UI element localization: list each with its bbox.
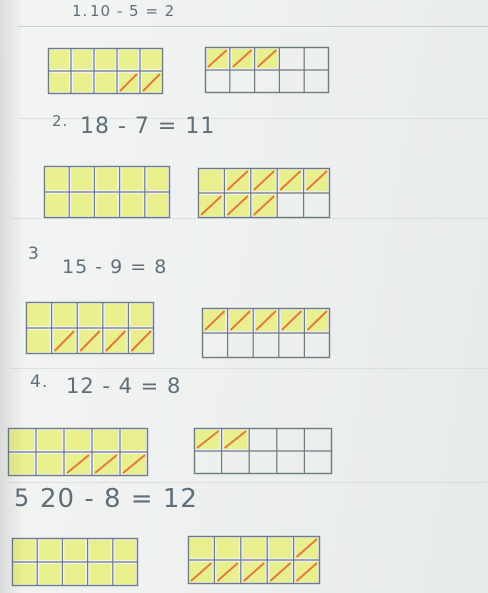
exercise-1-number: 1. xyxy=(72,2,88,20)
exercise-1-ten-frame-left xyxy=(48,48,163,94)
ten-frame-svg xyxy=(188,536,320,584)
exercise-5-ten-frame-right xyxy=(188,536,320,584)
shaded-cell xyxy=(96,73,115,92)
shaded-cell xyxy=(122,430,146,450)
exercise-1-ten-frame-right xyxy=(205,47,329,93)
exercise-5-equation: 20 - 8 = 12 xyxy=(40,484,198,514)
shaded-cell xyxy=(115,564,136,584)
ruled-line xyxy=(8,482,488,483)
shaded-cell xyxy=(50,50,69,69)
shaded-cell xyxy=(94,430,118,450)
shaded-cell xyxy=(96,194,117,216)
shaded-cell xyxy=(96,50,115,69)
shaded-cell xyxy=(46,194,67,216)
exercise-4-equation: 12 - 4 = 8 xyxy=(66,374,181,398)
exercise-2-ten-frame-left xyxy=(44,166,170,218)
shaded-cell xyxy=(119,50,138,69)
shaded-cell xyxy=(28,304,50,326)
shaded-cell xyxy=(79,304,101,326)
shaded-cell xyxy=(28,330,50,352)
exercise-3-ten-frame-right xyxy=(202,308,330,358)
shaded-cell xyxy=(71,194,92,216)
exercise-1-equation: 10 - 5 = 2 xyxy=(90,2,175,20)
exercise-2-number: 2. xyxy=(52,112,68,130)
ten-frame-svg xyxy=(205,47,329,93)
shaded-cell xyxy=(243,538,265,558)
ruled-line xyxy=(10,368,488,369)
shaded-cell xyxy=(130,304,152,326)
exercise-2-equation: 18 - 7 = 11 xyxy=(80,114,215,139)
shaded-cell xyxy=(200,170,222,191)
shaded-cell xyxy=(269,538,291,558)
ten-frame-svg xyxy=(8,428,148,476)
shaded-cell xyxy=(64,540,85,560)
exercise-3-number: 3 xyxy=(28,244,40,264)
shaded-cell xyxy=(147,168,168,190)
exercise-4-number: 4. xyxy=(30,372,48,392)
shaded-cell xyxy=(190,538,212,558)
shaded-cell xyxy=(66,430,90,450)
shaded-cell xyxy=(216,538,238,558)
shaded-cell xyxy=(90,540,111,560)
ten-frame-svg xyxy=(44,166,170,218)
ten-frame-svg xyxy=(202,308,330,358)
ten-frame-svg xyxy=(194,428,332,474)
ten-frame-svg xyxy=(48,48,163,94)
shaded-cell xyxy=(142,50,161,69)
shaded-cell xyxy=(64,564,85,584)
shaded-cell xyxy=(115,540,136,560)
exercise-2-ten-frame-right xyxy=(198,168,330,218)
ten-frame-svg xyxy=(12,538,138,586)
shaded-cell xyxy=(73,73,92,92)
exercise-3-ten-frame-left xyxy=(26,302,154,354)
ruled-line xyxy=(18,26,488,27)
shaded-cell xyxy=(105,304,127,326)
exercise-4-ten-frame-left xyxy=(8,428,148,476)
shaded-cell xyxy=(38,454,62,474)
shaded-cell xyxy=(96,168,117,190)
page-edge-shadow xyxy=(0,0,24,593)
shaded-cell xyxy=(39,564,60,584)
exercise-5-ten-frame-left xyxy=(12,538,138,586)
shaded-cell xyxy=(122,168,143,190)
shaded-cell xyxy=(50,73,69,92)
shaded-cell xyxy=(122,194,143,216)
ten-frame-svg xyxy=(198,168,330,218)
shaded-cell xyxy=(46,168,67,190)
shaded-cell xyxy=(71,168,92,190)
shaded-cell xyxy=(38,430,62,450)
shaded-cell xyxy=(90,564,111,584)
shaded-cell xyxy=(54,304,76,326)
shaded-cell xyxy=(39,540,60,560)
shaded-cell xyxy=(73,50,92,69)
exercise-3-equation: 15 - 9 = 8 xyxy=(62,256,167,278)
exercise-4-ten-frame-right xyxy=(194,428,332,474)
shaded-cell xyxy=(147,194,168,216)
ten-frame-svg xyxy=(26,302,154,354)
